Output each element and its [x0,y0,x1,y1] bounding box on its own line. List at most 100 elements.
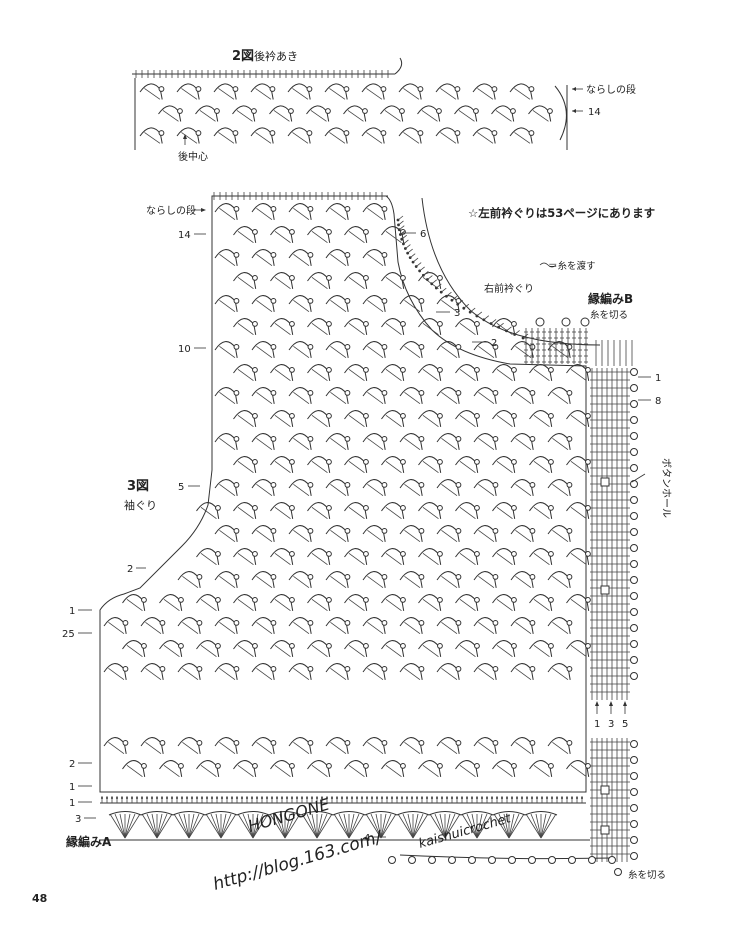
stitch-motif [435,127,459,144]
stitch-motif [492,456,516,473]
stitch-motif [214,571,238,588]
stitch-slant [441,483,458,496]
neck-tick [457,299,463,305]
stitch-slant [552,741,569,754]
stitch-knot [529,389,536,396]
stitch-slant [256,391,273,404]
stitch-motif [362,295,386,312]
foundation-dot [556,797,558,799]
neck-tick [427,275,433,280]
stitch-slant [478,667,495,680]
stitch-slant [421,110,438,122]
shell-stroke [252,813,269,839]
fig3-foundation-stitches [101,796,583,803]
shell-stroke [188,813,200,839]
stitch-knot [344,389,351,396]
stitch-slant [126,644,143,657]
fig2-row-label: ならしの段 [586,83,636,96]
shell-stroke [124,813,131,839]
shell-stroke [338,813,350,839]
stitch-knot [400,504,406,511]
stitch-slant [404,529,421,542]
shell-stroke [412,813,429,839]
edge-b-picot [630,804,638,812]
stitch-knot [289,762,295,769]
stitch-motif [270,760,294,777]
foundation-dot [311,797,313,799]
stitch-slant [219,575,236,588]
stitch-slant [348,368,365,381]
shell-stroke [503,813,510,839]
stitch-knot [529,619,536,626]
stitch-knot [418,435,425,442]
stitch-motif [288,737,312,754]
foundation-dot [466,797,468,799]
stitch-knot [344,297,351,304]
stitch-slant [478,621,495,634]
stitch-motif [270,502,294,519]
stitch-knot [474,550,480,557]
shell-stroke [380,813,397,839]
stitch-motif [251,617,275,634]
fig3-title: 3図 [127,479,149,494]
stitch-motif [140,737,164,754]
stitch-motif [547,387,571,404]
stitch-knot [252,550,258,557]
stitch-motif [399,387,423,404]
shell-stroke [269,813,286,839]
stitch-motif [399,617,423,634]
stitch-motif [418,364,442,381]
neck-tick [419,266,425,272]
stitch-knot [215,762,221,769]
stitch-slant [200,506,217,519]
stitch-knot [233,619,240,626]
foundation-dot [411,797,413,799]
stitch-motif [307,502,331,519]
stitch-knot [492,619,499,626]
stitch-knot [159,619,166,626]
fig3-row1-lower-a: 1 [69,782,75,793]
shell-arc [140,811,174,816]
stitch-knot [455,389,462,396]
shell-stroke [439,813,446,839]
stitch-motif [324,127,348,144]
stitch-motif [473,663,497,680]
shell-stroke [119,813,126,839]
stitch-motif [177,617,201,634]
stitch-slant [533,552,550,565]
stitch-motif [399,525,423,542]
stitch-knot [381,343,388,350]
shell-stroke [530,813,542,839]
shell-arc [396,811,430,816]
stitch-knot [289,412,295,419]
stitch-motif [547,737,571,754]
stitch-motif [566,594,590,611]
fig3-armhole-label: 袖ぐり [124,498,157,512]
stitch-slant [495,110,512,122]
shell-stroke [183,813,190,839]
stitch-motif [250,83,274,100]
stitch-slant [293,667,310,680]
stitch-motif [418,502,442,519]
neck-tick [412,257,419,263]
cut-bottom: 糸を切る [628,869,666,881]
stitch-motif [251,525,275,542]
stitch-motif [196,640,220,657]
foundation-dot [236,797,238,799]
stitch-motif [418,760,442,777]
stitch-slant [219,529,236,542]
stitch-motif [325,249,349,266]
stitch-slant [182,667,199,680]
stitch-slant [330,575,347,588]
stitch-slant [533,460,550,473]
stitch-knot [381,665,388,672]
stitch-slant [496,644,513,657]
stitch-knot [344,481,351,488]
stitch-knot [325,108,331,114]
stitch-slant [570,414,587,427]
foundation-dot [511,797,513,799]
stitch-slant [311,552,328,565]
stitch-slant [459,460,476,473]
stitch-slant [163,598,180,611]
